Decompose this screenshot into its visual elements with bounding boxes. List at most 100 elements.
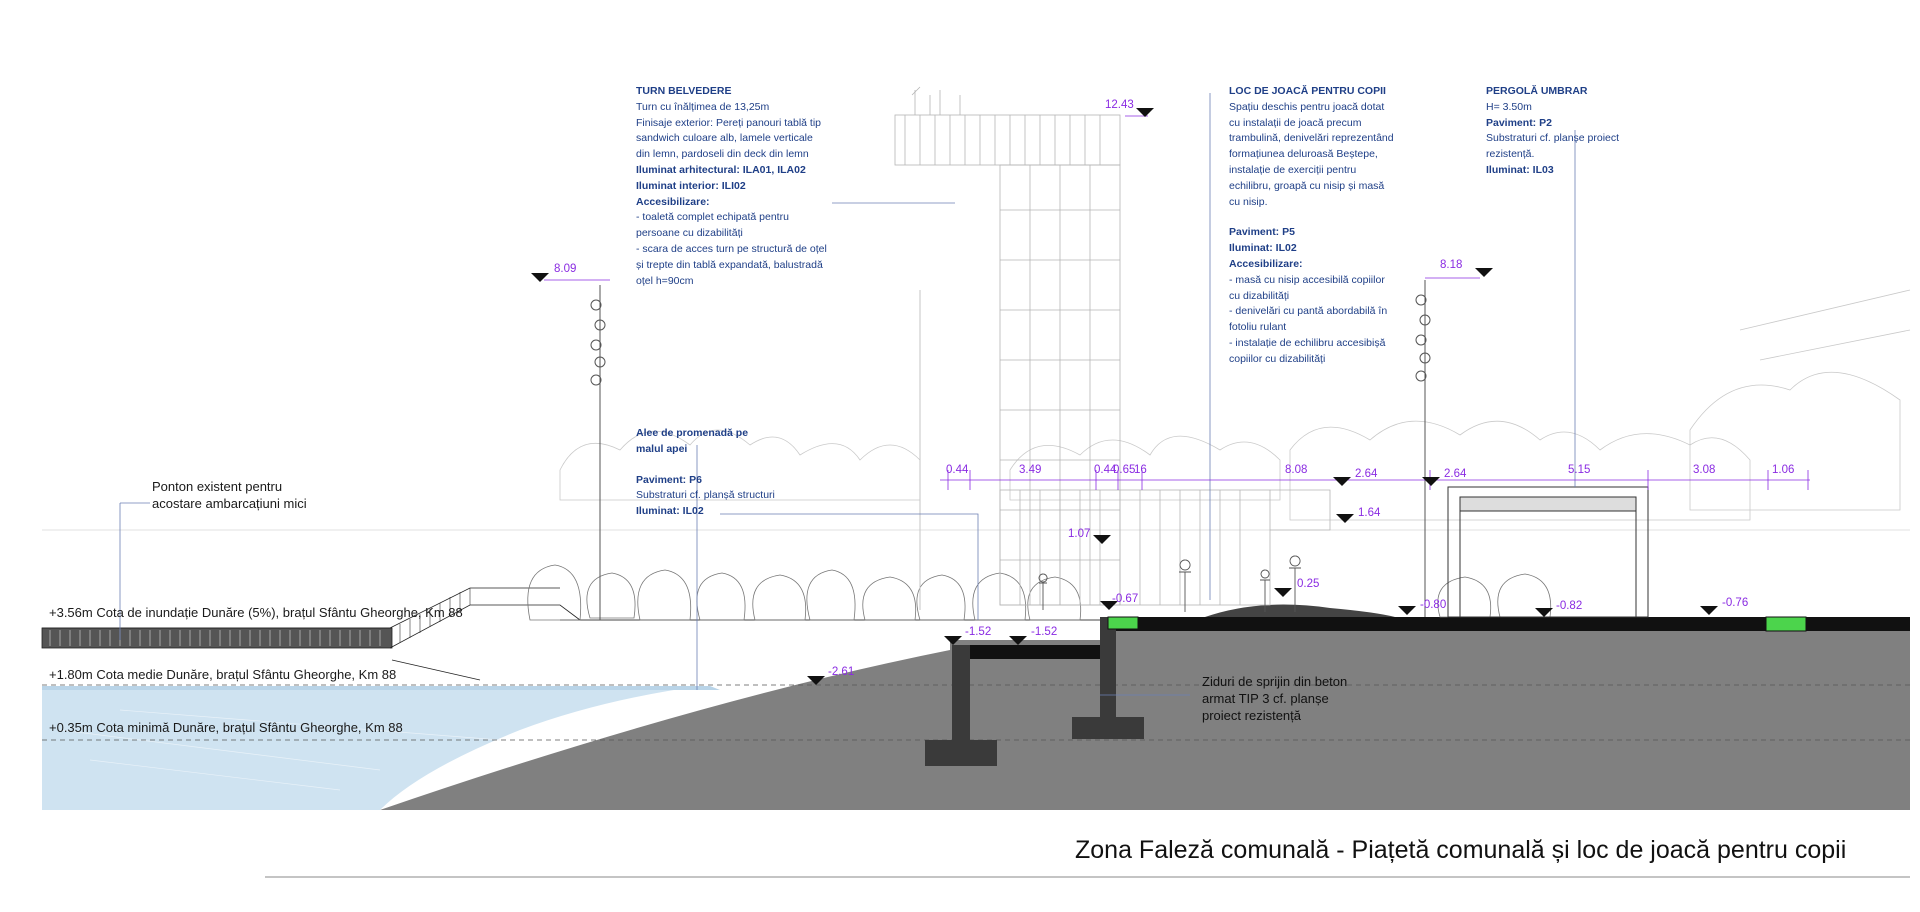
min-level-label: +0.35m Cota minimă Dunăre, brațul Sfântu… — [49, 720, 403, 735]
water-reflections — [59, 709, 501, 791]
annotation-line: sandwich culoare alb, lamele verticale — [636, 132, 813, 145]
green-element-1 — [1107, 616, 1139, 630]
plaza-slab — [1100, 617, 1910, 631]
elevation-082: -0.82 — [1556, 600, 1583, 612]
annotation-lines: Spațiu deschis pentru joacă dotat cu inst… — [1229, 100, 1394, 368]
elevation-152a: -1.52 — [965, 626, 992, 638]
ramp-railing — [399, 588, 471, 643]
elevation-264b: 2.64 — [1444, 468, 1467, 480]
ponton-label-line-1: Ponton existent pentru — [152, 479, 283, 494]
elevation-164: 1.64 — [1358, 507, 1381, 519]
annotation-line: Paviment: P2 — [1486, 116, 1552, 129]
annotation-line: oțel h=90cm — [636, 274, 694, 287]
elevation-tower-top: 12.43 — [1105, 99, 1134, 111]
annotation-line: Turn cu înălțimea de 13,25m — [636, 100, 770, 113]
dimension-d2: 3.49 — [1019, 464, 1042, 476]
people — [1038, 555, 1301, 612]
annotation-line: Paviment: P5 — [1229, 226, 1295, 239]
elevation-lamp-right: 8.18 — [1440, 259, 1463, 271]
annotation-line: cu instalații de joacă precum — [1229, 116, 1362, 129]
ground-mass — [380, 628, 1910, 810]
annotation-line: persoane cu dizabilități — [636, 227, 743, 240]
annotation-line: formațiunea deluroasă Beștepe, — [1229, 148, 1378, 161]
retaining-wall-note: Ziduri de sprijin din beton armat TIP 3 … — [1202, 673, 1347, 724]
annotation-line — [1229, 210, 1394, 225]
annotation-line: cu dizabilități — [1229, 289, 1290, 302]
elevation-107: 1.07 — [1068, 528, 1091, 540]
dimension-d3: 0.44 — [1094, 464, 1117, 476]
mound — [1205, 604, 1395, 617]
elevation-025: 0.25 — [1297, 578, 1320, 590]
annotation-line: - scara de acces turn pe structură de oț… — [636, 242, 827, 255]
annotation-line: și trepte din tablă expandată, balustrad… — [636, 258, 823, 271]
dimension-d1: 0.44 — [946, 464, 969, 476]
annotation-line: rezistență. — [1486, 148, 1535, 161]
retaining-wall-note-line: armat TIP 3 cf. planșe — [1202, 691, 1329, 706]
annotation-heading: TURN BELVEDERE — [636, 85, 732, 97]
pergola — [1447, 486, 1649, 618]
annotation-line: Spațiu deschis pentru joacă dotat — [1229, 100, 1385, 113]
mean-level-label: +1.80m Cota medie Dunăre, brațul Sfântu … — [49, 667, 397, 682]
page-title: Zona Faleză comunală - Piațetă comunală … — [1075, 836, 1847, 864]
lamp-posts — [590, 280, 1431, 620]
annotation-heading: LOC DE JOACĂ PENTRU COPII — [1229, 85, 1386, 97]
annotation-line: Accesibilizare: — [636, 195, 710, 208]
elevation-080: -0.80 — [1420, 599, 1447, 611]
annotation-turn-belvedere: TURN BELVEDERE Turn cu înălțimea de 13,2… — [636, 84, 827, 289]
annotation-line: cu nisip. — [1229, 195, 1268, 208]
background-vegetation — [559, 289, 1911, 521]
annotation-line: - toaletă complet echipată pentru — [636, 211, 789, 224]
annotation-line: Finisaje exterior: Pereți panouri tablă … — [636, 116, 822, 129]
belvedere-tower — [894, 86, 1331, 606]
retaining-wall-note-line: Ziduri de sprijin din beton — [1202, 674, 1348, 689]
dimension-d6: 8.08 — [1285, 464, 1308, 476]
retaining-walls — [925, 617, 1144, 766]
annotation-line: Iluminat interior: ILI02 — [636, 179, 746, 192]
annotation-line: Iluminat arhitectural: ILA01, ILA02 — [636, 163, 806, 176]
retaining-wall-note-line: proiect rezistență — [1202, 708, 1301, 723]
annotation-line: - denivelări cu pantă abordabilă în — [1229, 305, 1388, 318]
annotation-alee: Alee de promenadă pe malul apei Paviment… — [636, 426, 775, 520]
annotation-heading-line: Alee de promenadă pe — [636, 427, 749, 439]
water-body-upper — [42, 686, 720, 690]
shrubs — [527, 564, 1552, 621]
dimension-d7: 5.15 — [1568, 464, 1591, 476]
elevation-264a: 2.64 — [1355, 468, 1378, 480]
dimension-d8: 3.08 — [1693, 464, 1716, 476]
dimension-d4: 0.65 — [1113, 464, 1136, 476]
annotation-heading: PERGOLĂ UMBRAR — [1486, 85, 1588, 97]
dimension-d9: 1.06 — [1772, 464, 1795, 476]
annotation-line: - masă cu nisip accesibilă copiilor — [1229, 273, 1385, 286]
pontoon-hatching — [49, 630, 381, 646]
annotation-line: copiilor cu dizabilități — [1229, 352, 1326, 365]
elevation-lamp-left: 8.09 — [554, 263, 577, 275]
dimension-d5: 16 — [1134, 464, 1147, 476]
annotation-line: H= 3.50m — [1486, 100, 1532, 113]
dimension-lines — [544, 115, 1810, 490]
annotation-line: fotoliu rulant — [1229, 321, 1287, 334]
annotation-line: Iluminat: IL03 — [1486, 163, 1554, 176]
annotation-line: Iluminat: IL02 — [1229, 242, 1297, 255]
annotation-loc-de-joaca: LOC DE JOACĂ PENTRU COPII Spațiu deschis… — [1229, 84, 1394, 368]
annotation-line: Substraturi cf. planșe proiect — [1486, 132, 1620, 145]
flood-level-label: +3.56m Cota de inundație Dunăre (5%), br… — [49, 605, 463, 620]
elevation-markers — [531, 108, 1718, 685]
elevation-076: -0.76 — [1722, 597, 1749, 609]
elevation-261: -2.61 — [828, 666, 855, 678]
green-element-2 — [1765, 616, 1807, 632]
annotation-line: instalație de exerciții pentru — [1229, 163, 1357, 176]
annotation-line: trambulină, denivelări reprezentând — [1229, 132, 1394, 145]
elevation-067: -0.67 — [1112, 593, 1139, 605]
annotation-line — [636, 458, 775, 473]
annotation-heading-line: malul apei — [636, 442, 688, 455]
elevation-152b: -1.52 — [1031, 626, 1058, 638]
annotation-line: Paviment: P6 — [636, 473, 702, 486]
annotation-line: Accesibilizare: — [1229, 257, 1303, 270]
annotation-line: Substraturi cf. planșă structuri — [636, 489, 775, 502]
annotation-lines: Paviment: P6 Substraturi cf. planșă struc… — [636, 458, 775, 520]
annotation-line: - instalație de echilibru accesibișă — [1229, 336, 1386, 349]
annotation-line: echilibru, groapă cu nisip și masă — [1229, 179, 1385, 192]
